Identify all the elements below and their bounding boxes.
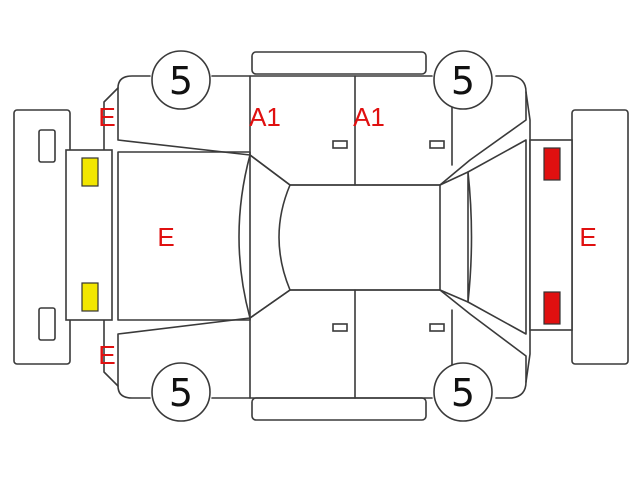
trunk-lid bbox=[467, 139, 527, 335]
wheel-grade-front-right: 5 bbox=[169, 371, 193, 415]
windshield bbox=[238, 154, 291, 319]
top-side-molding bbox=[251, 51, 427, 75]
damage-mark-rear-bumper: E bbox=[579, 222, 596, 252]
taillight-indicator-bottom bbox=[543, 291, 561, 325]
lower-body-side bbox=[117, 289, 527, 399]
rear-left-door-handle bbox=[429, 140, 445, 149]
upper-body-side bbox=[117, 75, 527, 186]
rear-right-door-handle bbox=[429, 323, 445, 332]
wheel-grade-rear-left: 5 bbox=[451, 59, 475, 103]
front-bumper-sensor-top bbox=[38, 129, 56, 163]
front-left-door-handle bbox=[332, 140, 348, 149]
wheel-rear-left bbox=[433, 50, 493, 110]
hood-panel bbox=[117, 151, 251, 321]
wheel-grade-rear-right: 5 bbox=[451, 371, 475, 415]
wheel-grade-front-left: 5 bbox=[169, 59, 193, 103]
front-bumper-sensor-bottom bbox=[38, 307, 56, 341]
roof-panel bbox=[289, 184, 441, 291]
lower-door-seams bbox=[249, 289, 453, 399]
wheel-front-left bbox=[151, 50, 211, 110]
damage-mark-front-right-fender: E bbox=[98, 340, 115, 370]
damage-mark-front-left-door: A1 bbox=[249, 102, 281, 132]
damage-mark-rear-left-door: A1 bbox=[353, 102, 385, 132]
rear-window bbox=[439, 171, 473, 303]
wheel-rear-right bbox=[433, 362, 493, 422]
taillight-indicator-top bbox=[543, 147, 561, 181]
wheel-front-right bbox=[151, 362, 211, 422]
headlight-indicator-top bbox=[81, 157, 99, 187]
headlight-indicator-bottom bbox=[81, 282, 99, 312]
damage-mark-front-left-fender: E bbox=[98, 102, 115, 132]
front-right-door-handle bbox=[332, 323, 348, 332]
bottom-side-molding bbox=[251, 397, 427, 421]
damage-mark-hood: E bbox=[157, 222, 174, 252]
